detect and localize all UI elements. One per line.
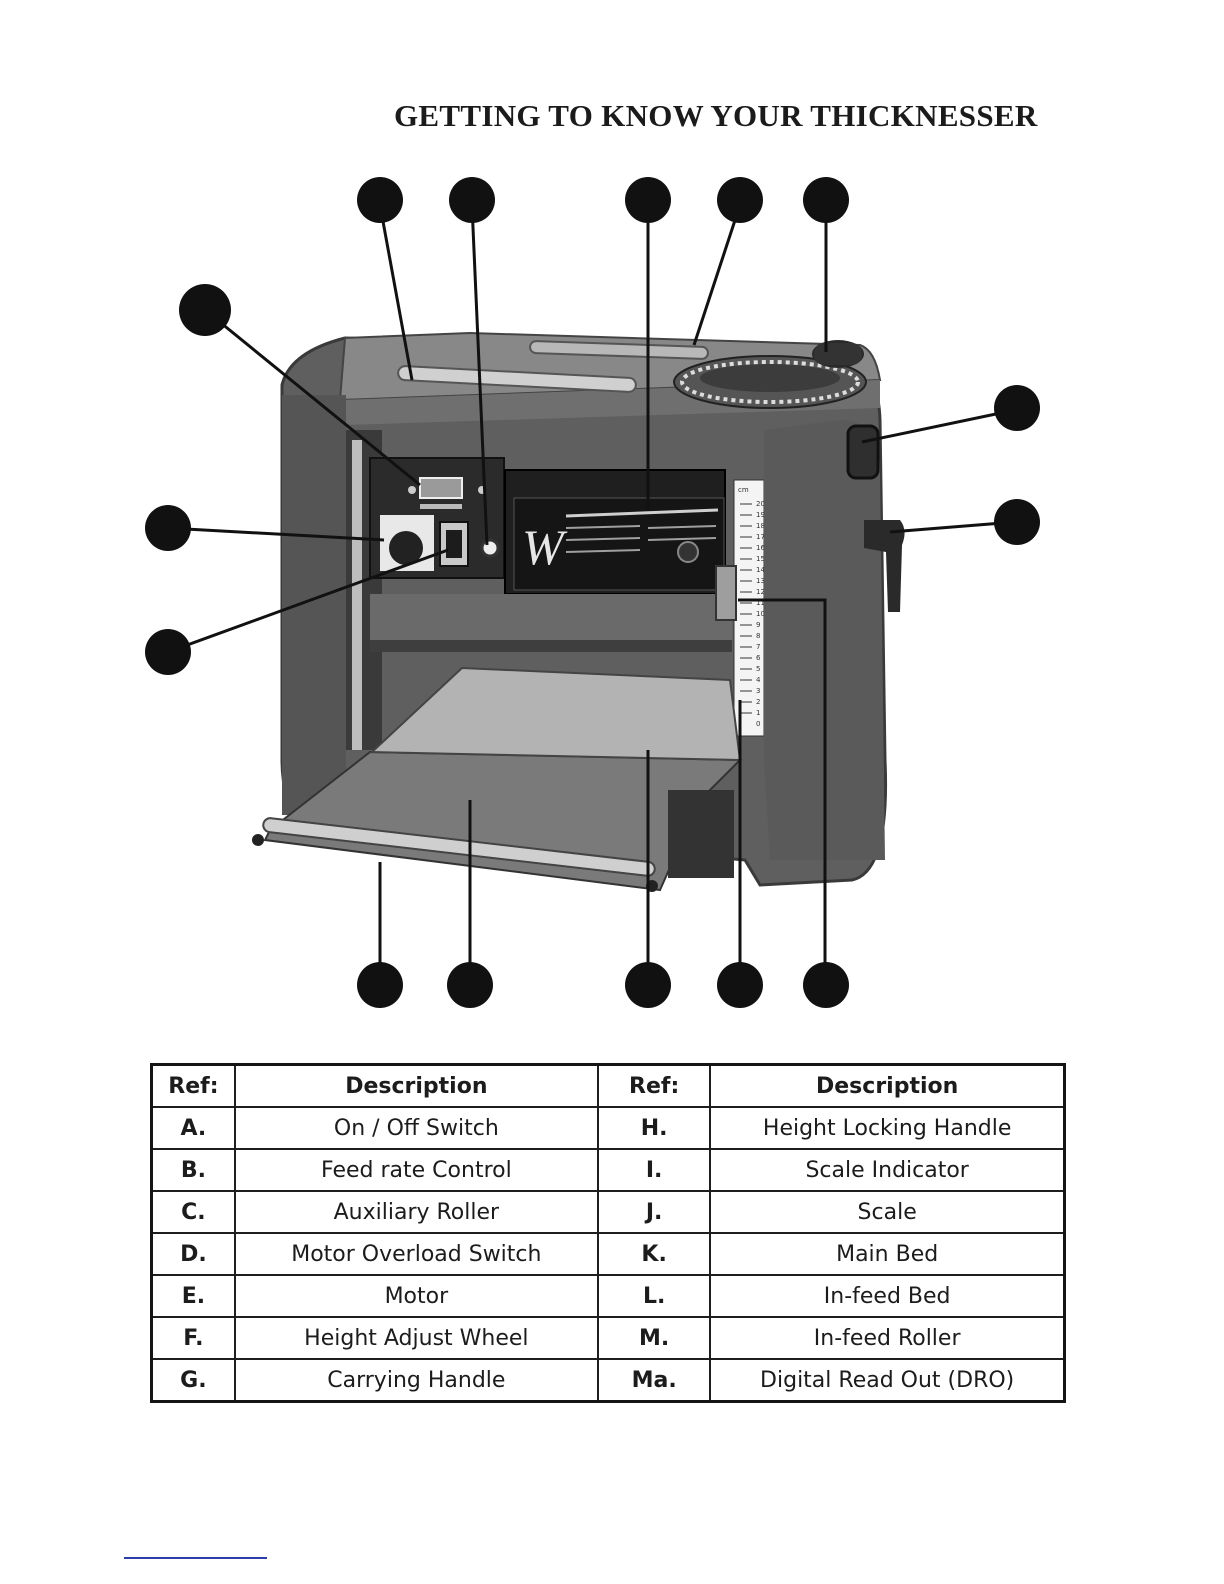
scale-tick-label: 3 bbox=[756, 687, 760, 695]
description-cell: Feed rate Control bbox=[233, 1148, 599, 1192]
table-row: G. Carrying Handle Ma. Digital Read Out … bbox=[150, 1358, 1066, 1403]
scale-tick-label: 9 bbox=[756, 621, 760, 629]
main-bed bbox=[369, 666, 742, 762]
ref-cell: I. bbox=[596, 1148, 712, 1192]
height-locking-handle bbox=[864, 520, 905, 612]
description-cell: Main Bed bbox=[709, 1232, 1066, 1276]
carrying-handle-left bbox=[397, 365, 637, 393]
carrying-handle-right bbox=[529, 340, 709, 360]
table-row: A. On / Off Switch H. Height Locking Han… bbox=[150, 1106, 1066, 1150]
description-cell: Carrying Handle bbox=[233, 1358, 599, 1403]
in-feed-roller bbox=[262, 817, 656, 877]
callout-marker bbox=[145, 629, 191, 675]
parts-reference-table: Ref: Description Ref: Description A. On … bbox=[150, 1063, 1066, 1403]
table-row: D. Motor Overload Switch K. Main Bed bbox=[150, 1232, 1066, 1276]
ref-cell: D. bbox=[150, 1232, 236, 1276]
scale-tick-label: 14 bbox=[756, 566, 765, 574]
ref-cell: Ma. bbox=[596, 1358, 712, 1403]
scale-tick-label: 7 bbox=[756, 643, 760, 651]
description-cell: Digital Read Out (DRO) bbox=[709, 1358, 1066, 1403]
callout-marker bbox=[449, 177, 495, 223]
scale-numbers: cm 20 19 18 17 16 15 14 13 12 11 10 9 8 … bbox=[738, 486, 765, 728]
ref-cell: G. bbox=[150, 1358, 236, 1403]
description-cell: Scale Indicator bbox=[709, 1148, 1066, 1192]
scale-tick-label: 20 bbox=[756, 500, 765, 508]
scale-unit-label: cm bbox=[738, 486, 749, 494]
callout-leader-lines bbox=[167, 204, 1016, 985]
scale-tick-label: 13 bbox=[756, 577, 765, 585]
callout-marker bbox=[179, 284, 231, 336]
callout-marker bbox=[717, 962, 763, 1008]
callout-marker bbox=[145, 505, 191, 551]
description-cell: In-feed Bed bbox=[709, 1274, 1066, 1318]
table-row: F. Height Adjust Wheel M. In-feed Roller bbox=[150, 1316, 1066, 1360]
ref-cell: L. bbox=[596, 1274, 712, 1318]
scale-tick-label: 19 bbox=[756, 511, 765, 519]
description-cell: Scale bbox=[709, 1190, 1066, 1234]
description-cell: In-feed Roller bbox=[709, 1316, 1066, 1360]
scale-indicator bbox=[715, 565, 737, 621]
footer-rule bbox=[124, 1557, 267, 1559]
description-cell: Motor Overload Switch bbox=[233, 1232, 599, 1276]
ref-cell: K. bbox=[596, 1232, 712, 1276]
ref-cell: A. bbox=[150, 1106, 236, 1150]
ref-cell: M. bbox=[596, 1316, 712, 1360]
ref-cell: E. bbox=[150, 1274, 236, 1318]
thicknesser-diagram: W cm 20 19 18 17 16 15 14 13 12 11 10 9 … bbox=[145, 177, 1040, 1008]
scale-tick-label: 6 bbox=[756, 654, 761, 662]
ref-cell: J. bbox=[596, 1190, 712, 1234]
scale-tick-label: 2 bbox=[756, 698, 760, 706]
page-title: GETTING TO KNOW YOUR THICKNESSER bbox=[394, 98, 1038, 133]
scale-tick-label: 12 bbox=[756, 588, 765, 596]
scale-tick-label: 10 bbox=[756, 610, 765, 618]
callout-marker bbox=[357, 177, 403, 223]
scale-tick-label: 0 bbox=[756, 720, 760, 728]
header-description: Description bbox=[709, 1063, 1066, 1108]
overload-switch bbox=[480, 538, 500, 558]
scale-strip bbox=[733, 479, 765, 737]
description-cell: Height Adjust Wheel bbox=[233, 1316, 599, 1360]
callout-marker bbox=[994, 385, 1040, 431]
description-cell: Auxiliary Roller bbox=[233, 1190, 599, 1234]
table-row: E. Motor L. In-feed Bed bbox=[150, 1274, 1066, 1318]
svg-text:W: W bbox=[522, 519, 568, 575]
header-ref: Ref: bbox=[150, 1063, 236, 1108]
ref-cell: F. bbox=[150, 1316, 236, 1360]
callout-marker bbox=[717, 177, 763, 223]
callout-marker bbox=[625, 177, 671, 223]
ref-cell: C. bbox=[150, 1190, 236, 1234]
on-off-switch bbox=[446, 530, 462, 558]
table-row: C. Auxiliary Roller J. Scale bbox=[150, 1190, 1066, 1234]
table-row: B. Feed rate Control I. Scale Indicator bbox=[150, 1148, 1066, 1192]
dro-display bbox=[419, 477, 463, 499]
callout-marker bbox=[803, 962, 849, 1008]
callout-marker bbox=[625, 962, 671, 1008]
header-ref: Ref: bbox=[596, 1063, 712, 1108]
scale-tick-label: 18 bbox=[756, 522, 765, 530]
ref-cell: B. bbox=[150, 1148, 236, 1192]
scale-tick-label: 4 bbox=[756, 676, 761, 684]
scale-tick-label: 1 bbox=[756, 709, 760, 717]
callout-marker bbox=[994, 499, 1040, 545]
scale-tick-label: 11 bbox=[756, 599, 765, 607]
scale-tick-label: 8 bbox=[756, 632, 760, 640]
description-cell: Height Locking Handle bbox=[709, 1106, 1066, 1150]
side-grip bbox=[846, 424, 880, 480]
callout-marker bbox=[357, 962, 403, 1008]
callout-marker bbox=[447, 962, 493, 1008]
header-description: Description bbox=[233, 1063, 599, 1108]
table-header-row: Ref: Description Ref: Description bbox=[150, 1063, 1066, 1108]
scale-tick-label: 17 bbox=[756, 533, 765, 541]
description-cell: Motor bbox=[233, 1274, 599, 1318]
scale-tick-label: 15 bbox=[756, 555, 765, 563]
description-cell: On / Off Switch bbox=[233, 1106, 599, 1150]
scale-tick-label: 16 bbox=[756, 544, 765, 552]
callout-marker bbox=[803, 177, 849, 223]
feed-rate-knob bbox=[389, 531, 423, 565]
machine-illustration: W cm 20 19 18 17 16 15 14 13 12 11 10 9 … bbox=[252, 331, 905, 892]
scale-tick-label: 5 bbox=[756, 665, 760, 673]
ref-cell: H. bbox=[596, 1106, 712, 1150]
